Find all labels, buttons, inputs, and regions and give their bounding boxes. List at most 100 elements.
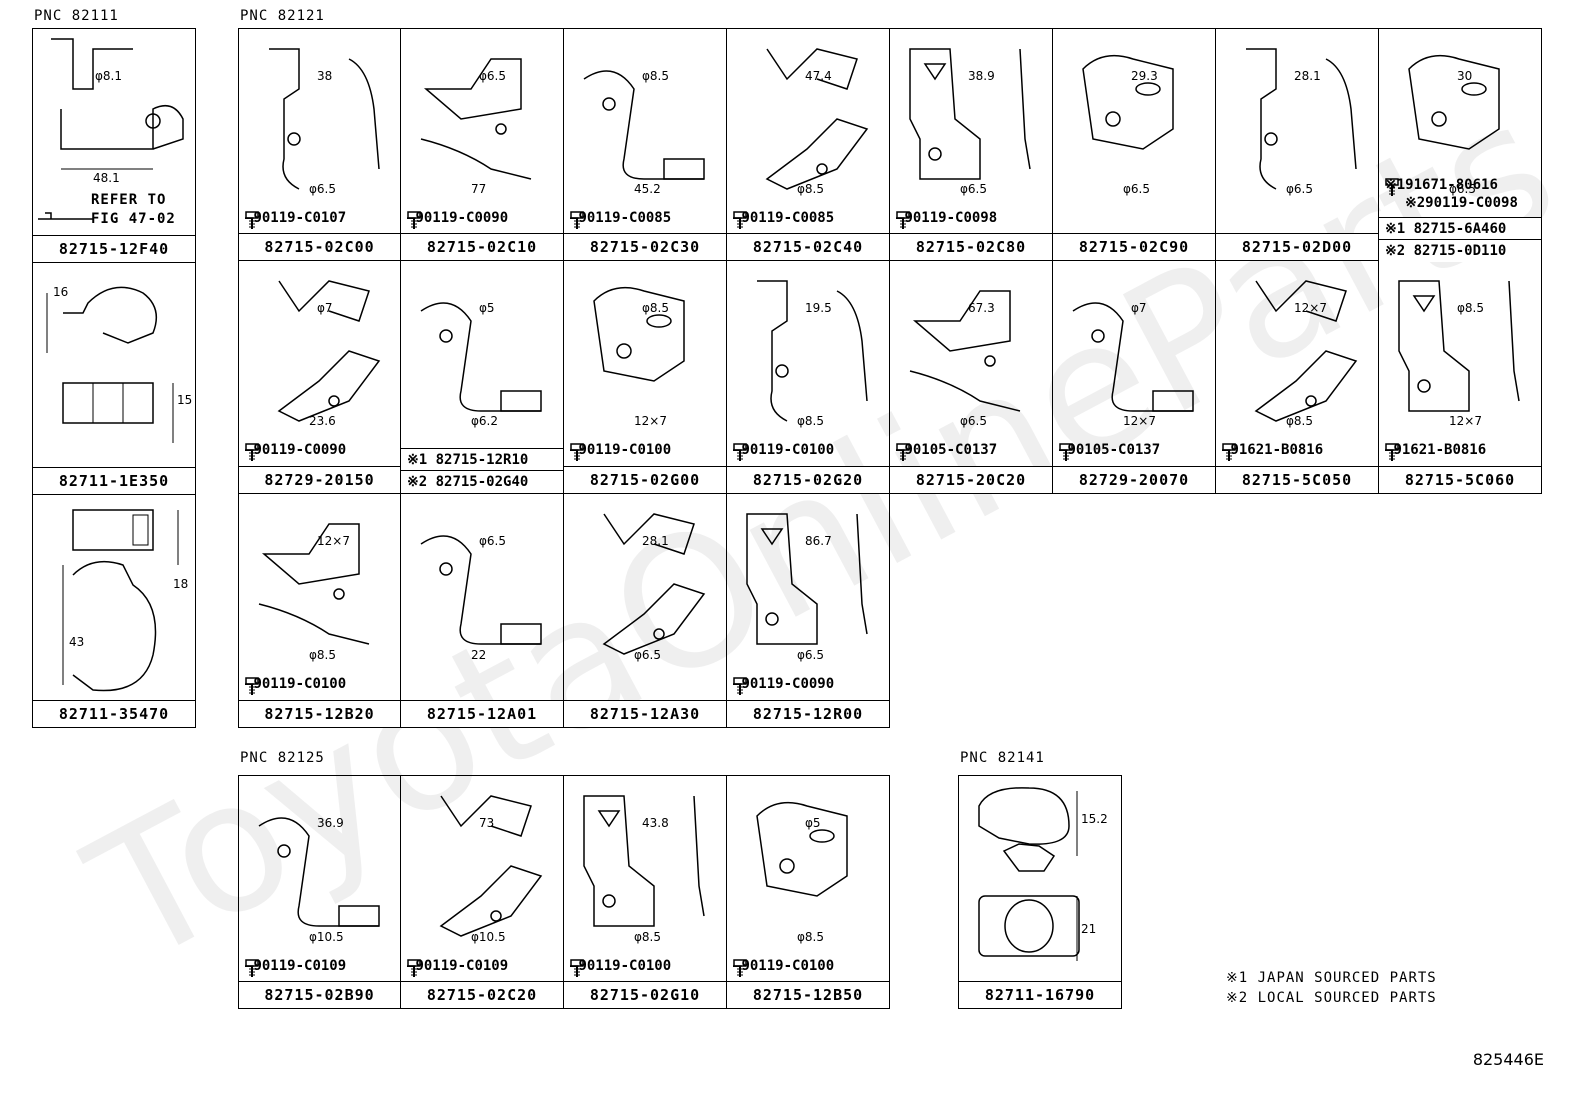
part-number[interactable]: 82715-02C30 xyxy=(564,233,726,260)
part-number[interactable]: 82715-02G20 xyxy=(727,466,889,493)
clip-drawing xyxy=(978,787,1080,961)
refer-fig-text: FIG 47-02 xyxy=(91,211,176,227)
part-cell[interactable]: 18 43 82711-35470 xyxy=(33,495,196,728)
part-number[interactable]: 82715-12R00 xyxy=(727,700,889,727)
part-number-japan[interactable]: ※1 82715-6A460 xyxy=(1379,217,1541,240)
part-number[interactable]: 82715-5C050 xyxy=(1216,466,1378,493)
part-number[interactable]: 82715-12F40 xyxy=(33,235,195,262)
part-number-local[interactable]: ※2 82715-02G40 xyxy=(401,470,563,493)
part-number[interactable]: 82715-12A30 xyxy=(564,700,726,727)
part-cell[interactable]: 16 15 82711-1E350 xyxy=(33,263,196,495)
bolt-part-number[interactable]: —90119-C0100 xyxy=(733,442,834,461)
part-number[interactable]: 82715-02G10 xyxy=(564,981,726,1008)
part-number[interactable]: 82729-20150 xyxy=(239,466,400,493)
part-number[interactable]: 82715-02C20 xyxy=(401,981,563,1008)
bolt-icon xyxy=(733,211,747,229)
bolt-part-number[interactable]: —90119-C0090 xyxy=(407,210,509,229)
dim-label: φ10.5 xyxy=(471,930,506,944)
part-number[interactable]: 82715-20C20 xyxy=(890,466,1052,493)
bolt-part-number[interactable]: ※290119-C0098 xyxy=(1405,195,1518,211)
bolt-icon xyxy=(896,443,910,461)
part-number[interactable]: 82711-16790 xyxy=(959,981,1121,1008)
dim-label: φ5 xyxy=(805,816,821,830)
part-number[interactable]: 82715-02G00 xyxy=(564,466,726,493)
bolt-icon xyxy=(245,211,259,229)
dim-label: φ8.5 xyxy=(309,648,336,662)
part-cell[interactable]: 73 φ10.5 —90119-C0109 82715-02C20 xyxy=(401,775,564,1009)
part-number[interactable]: 82715-02D00 xyxy=(1216,233,1378,260)
bolt-part-number[interactable]: —90119-C0100 xyxy=(570,958,672,977)
bolt-part-number[interactable]: —90105-C0137 xyxy=(896,442,997,461)
part-number[interactable]: 82715-02C90 xyxy=(1053,233,1215,260)
part-number[interactable]: 82715-12B50 xyxy=(727,981,889,1008)
bolt-number-text: 90119-C0090 xyxy=(415,210,509,226)
bolt-part-number[interactable]: ※191671-80616 xyxy=(1385,177,1498,196)
bolt-part-number[interactable]: —90105-C0137 xyxy=(1059,442,1160,461)
dim-label: φ6.2 xyxy=(471,414,498,428)
bracket-drawing xyxy=(269,48,380,190)
bolt-part-number[interactable]: —91621-B0816 xyxy=(1385,442,1486,461)
part-number[interactable]: 82711-35470 xyxy=(33,700,195,727)
part-cell[interactable]: φ8.1 48.1 REFER TO FIG 47-02 82715-12F40 xyxy=(33,29,196,263)
dim-label: 77 xyxy=(471,182,487,196)
bolt-part-number[interactable]: —90119-C0090 xyxy=(245,442,346,461)
part-number[interactable]: 82715-12A01 xyxy=(401,700,563,727)
part-number[interactable]: 82715-02C10 xyxy=(401,233,563,260)
bolt-number-text: 90119-C0100 xyxy=(741,958,835,974)
bolt-number-text: 91621-B0816 xyxy=(1230,442,1324,458)
part-number[interactable]: 82715-02B90 xyxy=(239,981,400,1008)
bolt-part-number[interactable]: —90119-C0090 xyxy=(733,676,834,695)
part-number[interactable]: 82711-1E350 xyxy=(33,467,195,494)
dim-label: 73 xyxy=(479,816,495,830)
part-number[interactable]: 82715-02C80 xyxy=(890,233,1052,260)
part-number[interactable]: 82715-02C00 xyxy=(239,233,400,260)
bolt-part-number[interactable]: —90119-C0100 xyxy=(245,676,346,695)
bolt-part-number[interactable]: —90119-C0085 xyxy=(570,210,671,229)
dim-label: 15 xyxy=(177,393,193,407)
bolt-part-number[interactable]: —90119-C0100 xyxy=(570,442,671,461)
bolt-part-number[interactable]: —90119-C0085 xyxy=(733,210,834,229)
note-japan-sourced: ※1 JAPAN SOURCED PARTS xyxy=(1226,970,1437,986)
part-number[interactable]: 82715-02C40 xyxy=(727,233,889,260)
bolt-part-number[interactable]: —91621-B0816 xyxy=(1222,442,1324,461)
bolt-part-number[interactable]: —90119-C0109 xyxy=(407,958,508,977)
part-number[interactable]: 82715-12B20 xyxy=(239,700,400,727)
bolt-part-number[interactable]: —90119-C0100 xyxy=(733,958,835,977)
dim-label: 38 xyxy=(317,69,333,83)
dim-label: 18 xyxy=(173,577,189,591)
part-number[interactable]: 82729-20070 xyxy=(1053,466,1215,493)
bolt-part-number[interactable]: —90119-C0109 xyxy=(245,958,346,977)
part-number-japan[interactable]: ※1 82715-12R10 xyxy=(401,448,563,471)
bracket-drawing xyxy=(420,535,542,645)
part-number-local[interactable]: ※2 82715-0D110 xyxy=(1379,239,1541,262)
bolt-part-number[interactable]: —90119-C0107 xyxy=(245,210,346,229)
dim-label: 30 xyxy=(1457,69,1473,83)
dim-label: 28.1 xyxy=(1294,69,1321,83)
bolt-number-text: 90119-C0100 xyxy=(578,958,672,974)
part-number[interactable]: 82715-5C060 xyxy=(1379,466,1541,493)
bolt-part-number[interactable]: —90119-C0098 xyxy=(896,210,997,229)
